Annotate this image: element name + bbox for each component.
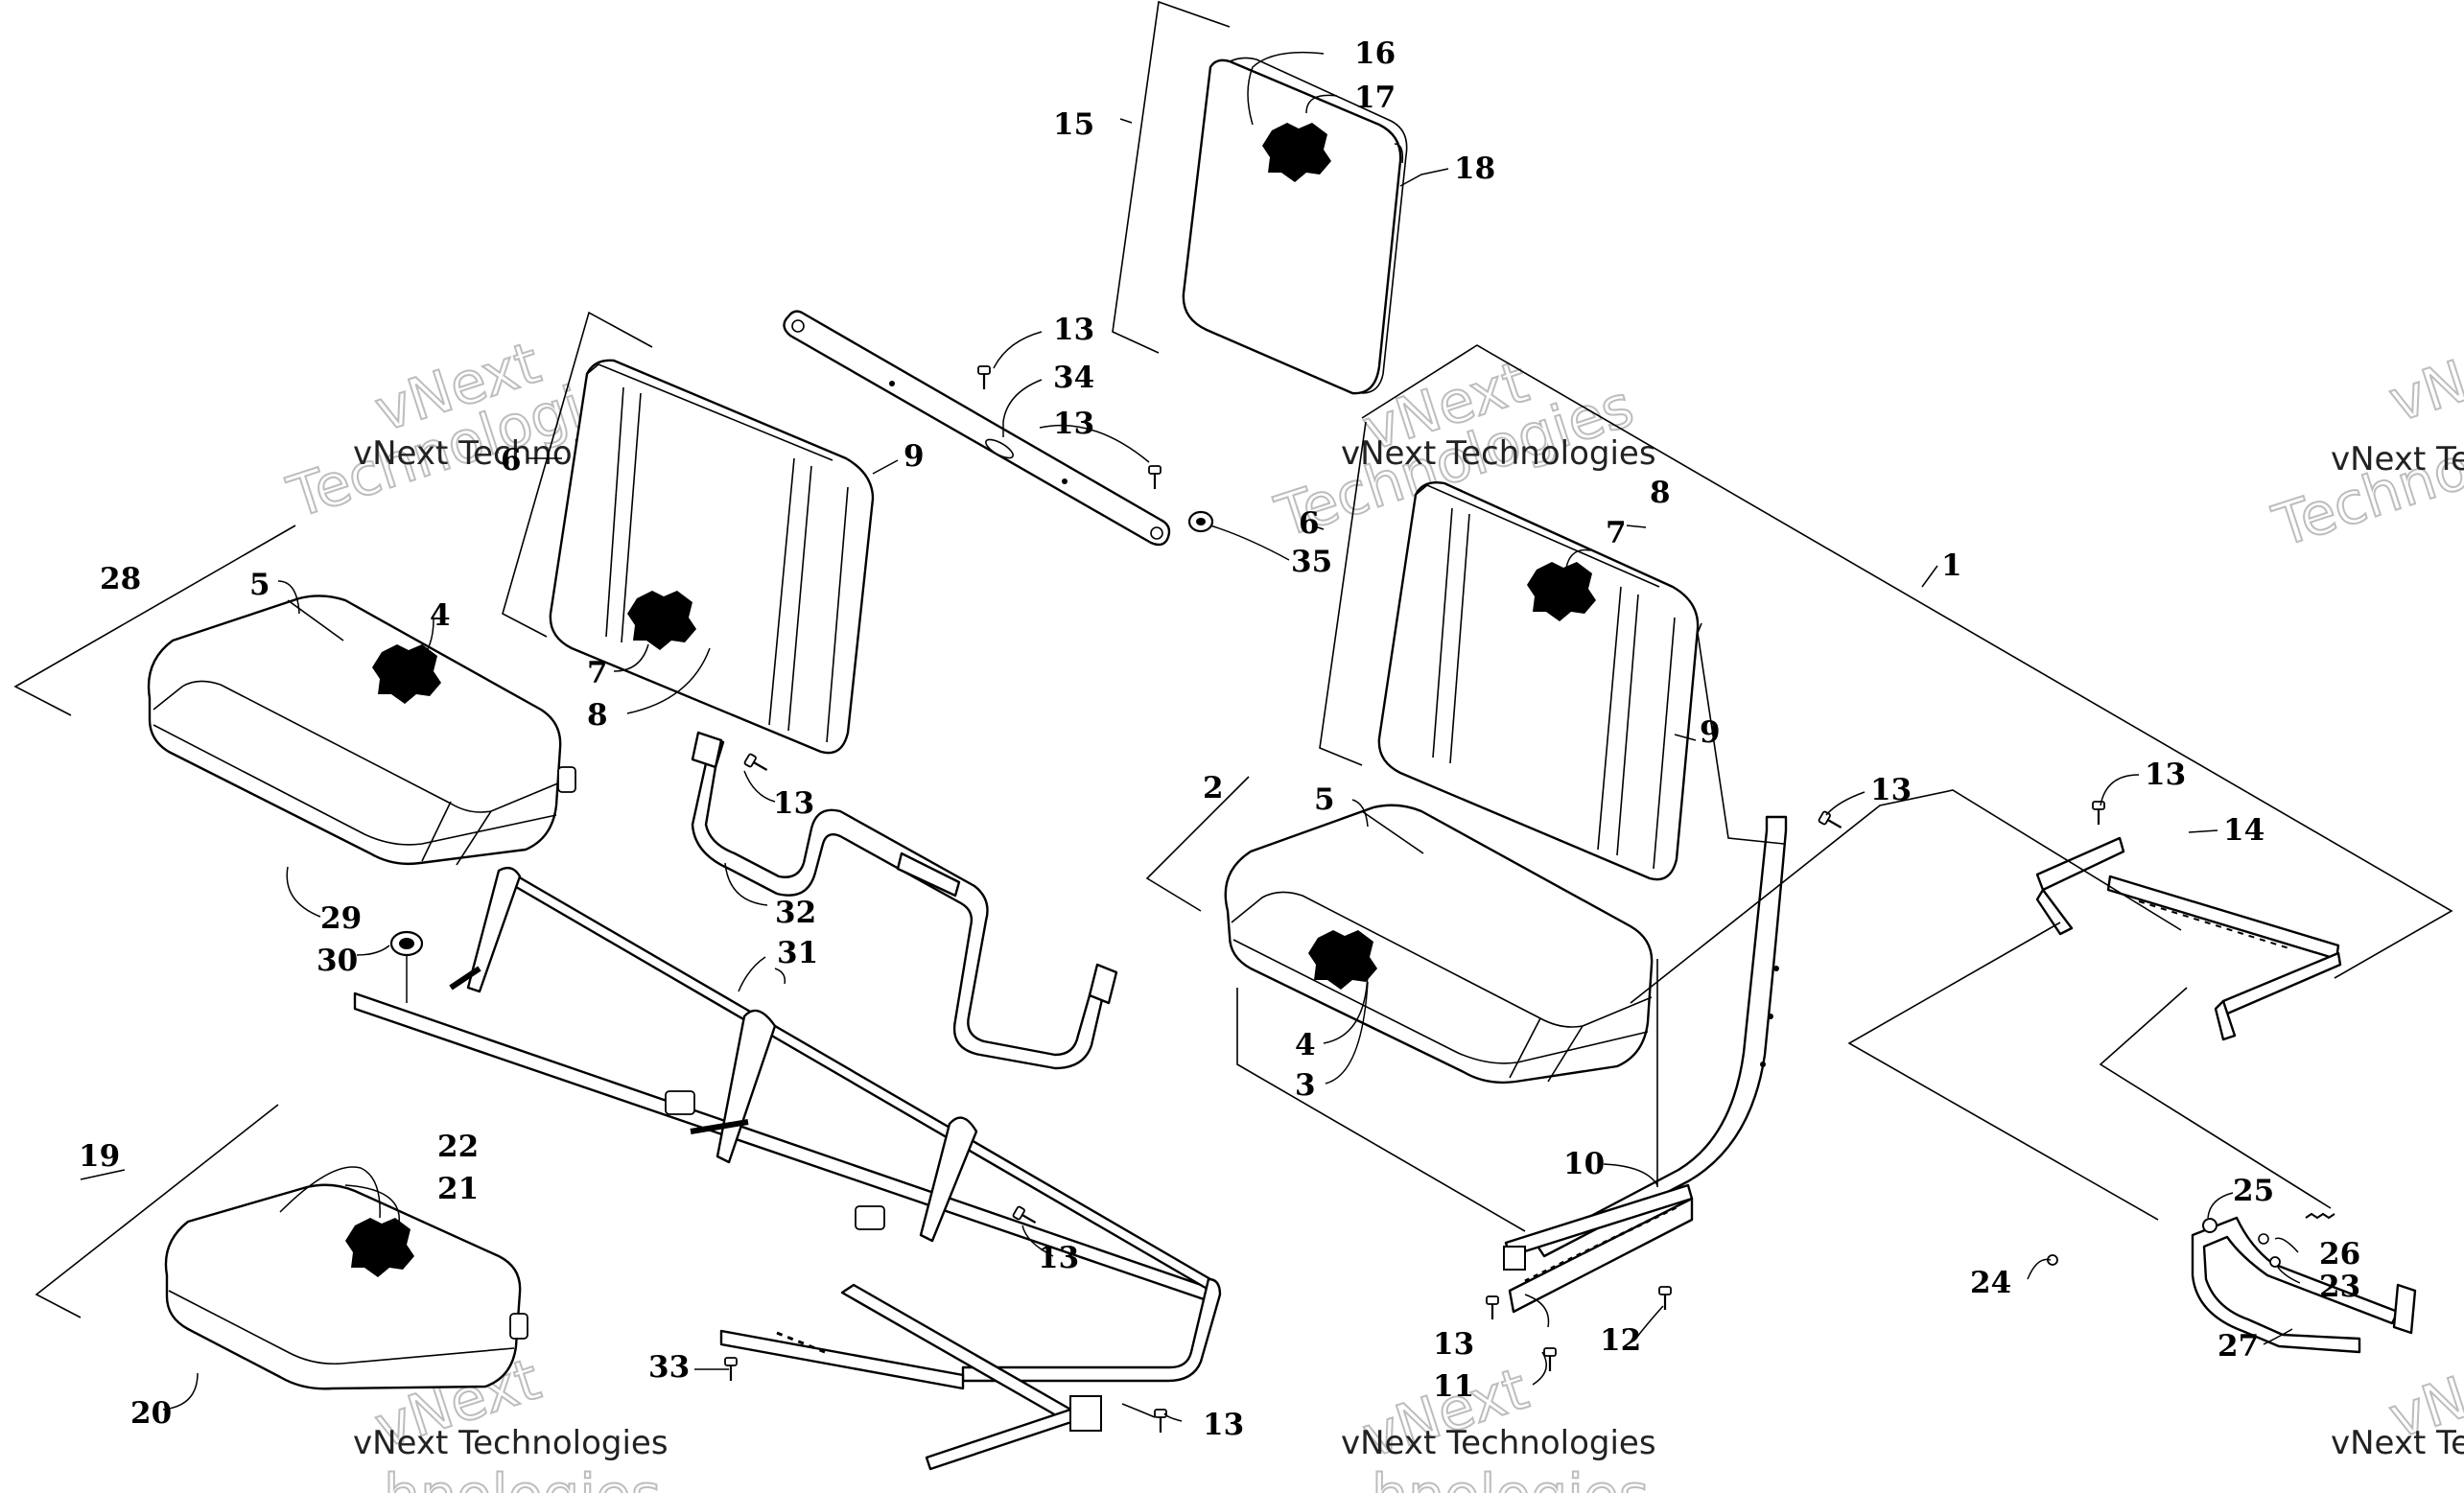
callout-31: 31 bbox=[777, 936, 818, 970]
lid-cushion-19 bbox=[164, 1183, 528, 1390]
callout-18: 18 bbox=[1454, 152, 1495, 186]
callout-6-right: 6 bbox=[1299, 506, 1320, 541]
group-line-27 bbox=[2099, 987, 2332, 1209]
plug-30 bbox=[389, 930, 424, 1003]
brace-32 bbox=[691, 731, 1118, 1070]
callout-9-left: 9 bbox=[903, 439, 925, 474]
callout-13-b: 13 bbox=[1053, 407, 1094, 441]
callout-1: 1 bbox=[1941, 548, 1962, 583]
bolt-13-c bbox=[742, 752, 771, 777]
watermark-right-bottom: vNex vNext Tec bbox=[2331, 1342, 2464, 1462]
group-line-3 bbox=[1236, 988, 1526, 1232]
callout-6-left: 6 bbox=[501, 443, 522, 478]
svg-text:vNext Technologies: vNext Technologies bbox=[353, 1424, 669, 1462]
callout-2: 2 bbox=[1203, 771, 1224, 805]
callout-5-left: 5 bbox=[249, 568, 270, 602]
group-line-19 bbox=[35, 1104, 279, 1318]
group-line-6-left bbox=[502, 311, 653, 638]
support-tube-10 bbox=[1503, 815, 1788, 1314]
callout-25: 25 bbox=[2233, 1174, 2274, 1208]
callout-10: 10 bbox=[1563, 1147, 1605, 1181]
callout-26: 26 bbox=[2319, 1237, 2360, 1271]
callout-3: 3 bbox=[1295, 1068, 1316, 1103]
bolt-13-d bbox=[1817, 809, 1845, 834]
callout-11: 11 bbox=[1433, 1369, 1474, 1404]
svg-text:vNex: vNex bbox=[2382, 327, 2464, 435]
callout-34: 34 bbox=[1053, 361, 1094, 395]
mounting-bar-34 bbox=[783, 310, 1171, 547]
backrest-left-6 bbox=[549, 359, 875, 755]
bolt-13-g bbox=[1153, 1408, 1168, 1435]
watermark-center-bottom: vNext vNext Technologies hnologies bbox=[1341, 1355, 1656, 1493]
callout-28: 28 bbox=[100, 562, 141, 596]
svg-text:vNext Technologies: vNext Technologies bbox=[1341, 1424, 1656, 1462]
group-line-10 bbox=[1630, 789, 2182, 1004]
bumper-25 bbox=[2202, 1218, 2218, 1233]
group-line-24 bbox=[1847, 921, 2159, 1221]
group-line-2 bbox=[1145, 776, 1250, 912]
callout-13-f: 13 bbox=[1038, 1241, 1079, 1275]
callout-33: 33 bbox=[648, 1350, 690, 1385]
bolt-13-a bbox=[976, 364, 992, 391]
svg-text:vNext Tec: vNext Tec bbox=[2331, 440, 2464, 478]
callout-13-e: 13 bbox=[2145, 758, 2186, 792]
group-line-6-right bbox=[1319, 421, 1367, 766]
svg-text:vNext Technologies: vNext Technologies bbox=[1341, 434, 1656, 473]
callout-7-left: 7 bbox=[587, 656, 608, 690]
callout-4-right: 4 bbox=[1295, 1028, 1316, 1062]
callout-12: 12 bbox=[1600, 1323, 1641, 1358]
group-line-9-right bbox=[1697, 622, 1702, 634]
callout-13-c: 13 bbox=[773, 786, 814, 821]
callout-9-right: 9 bbox=[1700, 715, 1721, 750]
backrest-right-6 bbox=[1377, 481, 1700, 881]
callout-24: 24 bbox=[1970, 1266, 2011, 1300]
callout-23: 23 bbox=[2319, 1270, 2360, 1304]
svg-text:vNext Tec: vNext Tec bbox=[2331, 1424, 2464, 1462]
callout-labels: 1 2 3 4 4 5 5 6 6 7 7 8 8 9 9 10 11 12 1… bbox=[79, 36, 2360, 1442]
callout-20: 20 bbox=[130, 1396, 172, 1431]
backrest-cushion-15 bbox=[1182, 57, 1408, 395]
callout-4-left: 4 bbox=[430, 598, 451, 633]
callout-32: 32 bbox=[775, 896, 816, 930]
group-line-28 bbox=[13, 525, 296, 716]
seat-cushion-left-28 bbox=[147, 595, 576, 866]
svg-text:hnologies: hnologies bbox=[1372, 1462, 1649, 1493]
callout-29: 29 bbox=[320, 901, 362, 936]
leader-lines bbox=[80, 51, 2301, 1422]
callout-30: 30 bbox=[317, 944, 358, 978]
screw-23 bbox=[2269, 1256, 2281, 1268]
bolt-13-h bbox=[1485, 1295, 1500, 1321]
callout-16: 16 bbox=[1354, 36, 1396, 71]
callout-13-g: 13 bbox=[1203, 1408, 1244, 1442]
group-line-1 bbox=[1361, 344, 2453, 979]
bracket-14 bbox=[2035, 836, 2342, 1041]
svg-text:hnologies: hnologies bbox=[384, 1462, 661, 1493]
bolt-13-b bbox=[1147, 464, 1162, 491]
seat-cushion-right-2 bbox=[1224, 804, 1654, 1085]
callout-17: 17 bbox=[1354, 81, 1396, 115]
seat-frame-31 bbox=[353, 866, 1222, 1471]
callout-13-a: 13 bbox=[1053, 313, 1094, 347]
watermark-right-top: vNex Technolo vNext Tec bbox=[2265, 326, 2464, 562]
callout-5-right: 5 bbox=[1314, 782, 1335, 817]
callout-27: 27 bbox=[2218, 1329, 2259, 1364]
callout-19: 19 bbox=[79, 1139, 120, 1174]
group-line-15 bbox=[1112, 0, 1231, 354]
callout-7-right: 7 bbox=[1606, 516, 1627, 550]
bolt-13-e bbox=[2091, 800, 2106, 827]
group-line-9r bbox=[1697, 632, 1785, 845]
callout-8-right: 8 bbox=[1650, 476, 1671, 510]
bolt-12-b bbox=[1657, 1285, 1673, 1312]
grommet-35 bbox=[1187, 510, 1214, 533]
callout-8-left: 8 bbox=[587, 698, 608, 733]
callout-14: 14 bbox=[2223, 813, 2265, 848]
callout-13-d: 13 bbox=[1870, 773, 1912, 807]
callout-35: 35 bbox=[1291, 545, 1332, 579]
callout-22: 22 bbox=[437, 1130, 479, 1164]
callout-15: 15 bbox=[1053, 107, 1094, 142]
callout-21: 21 bbox=[437, 1172, 479, 1206]
callout-13-h: 13 bbox=[1433, 1327, 1474, 1362]
latch-bracket-27 bbox=[2191, 1212, 2417, 1354]
